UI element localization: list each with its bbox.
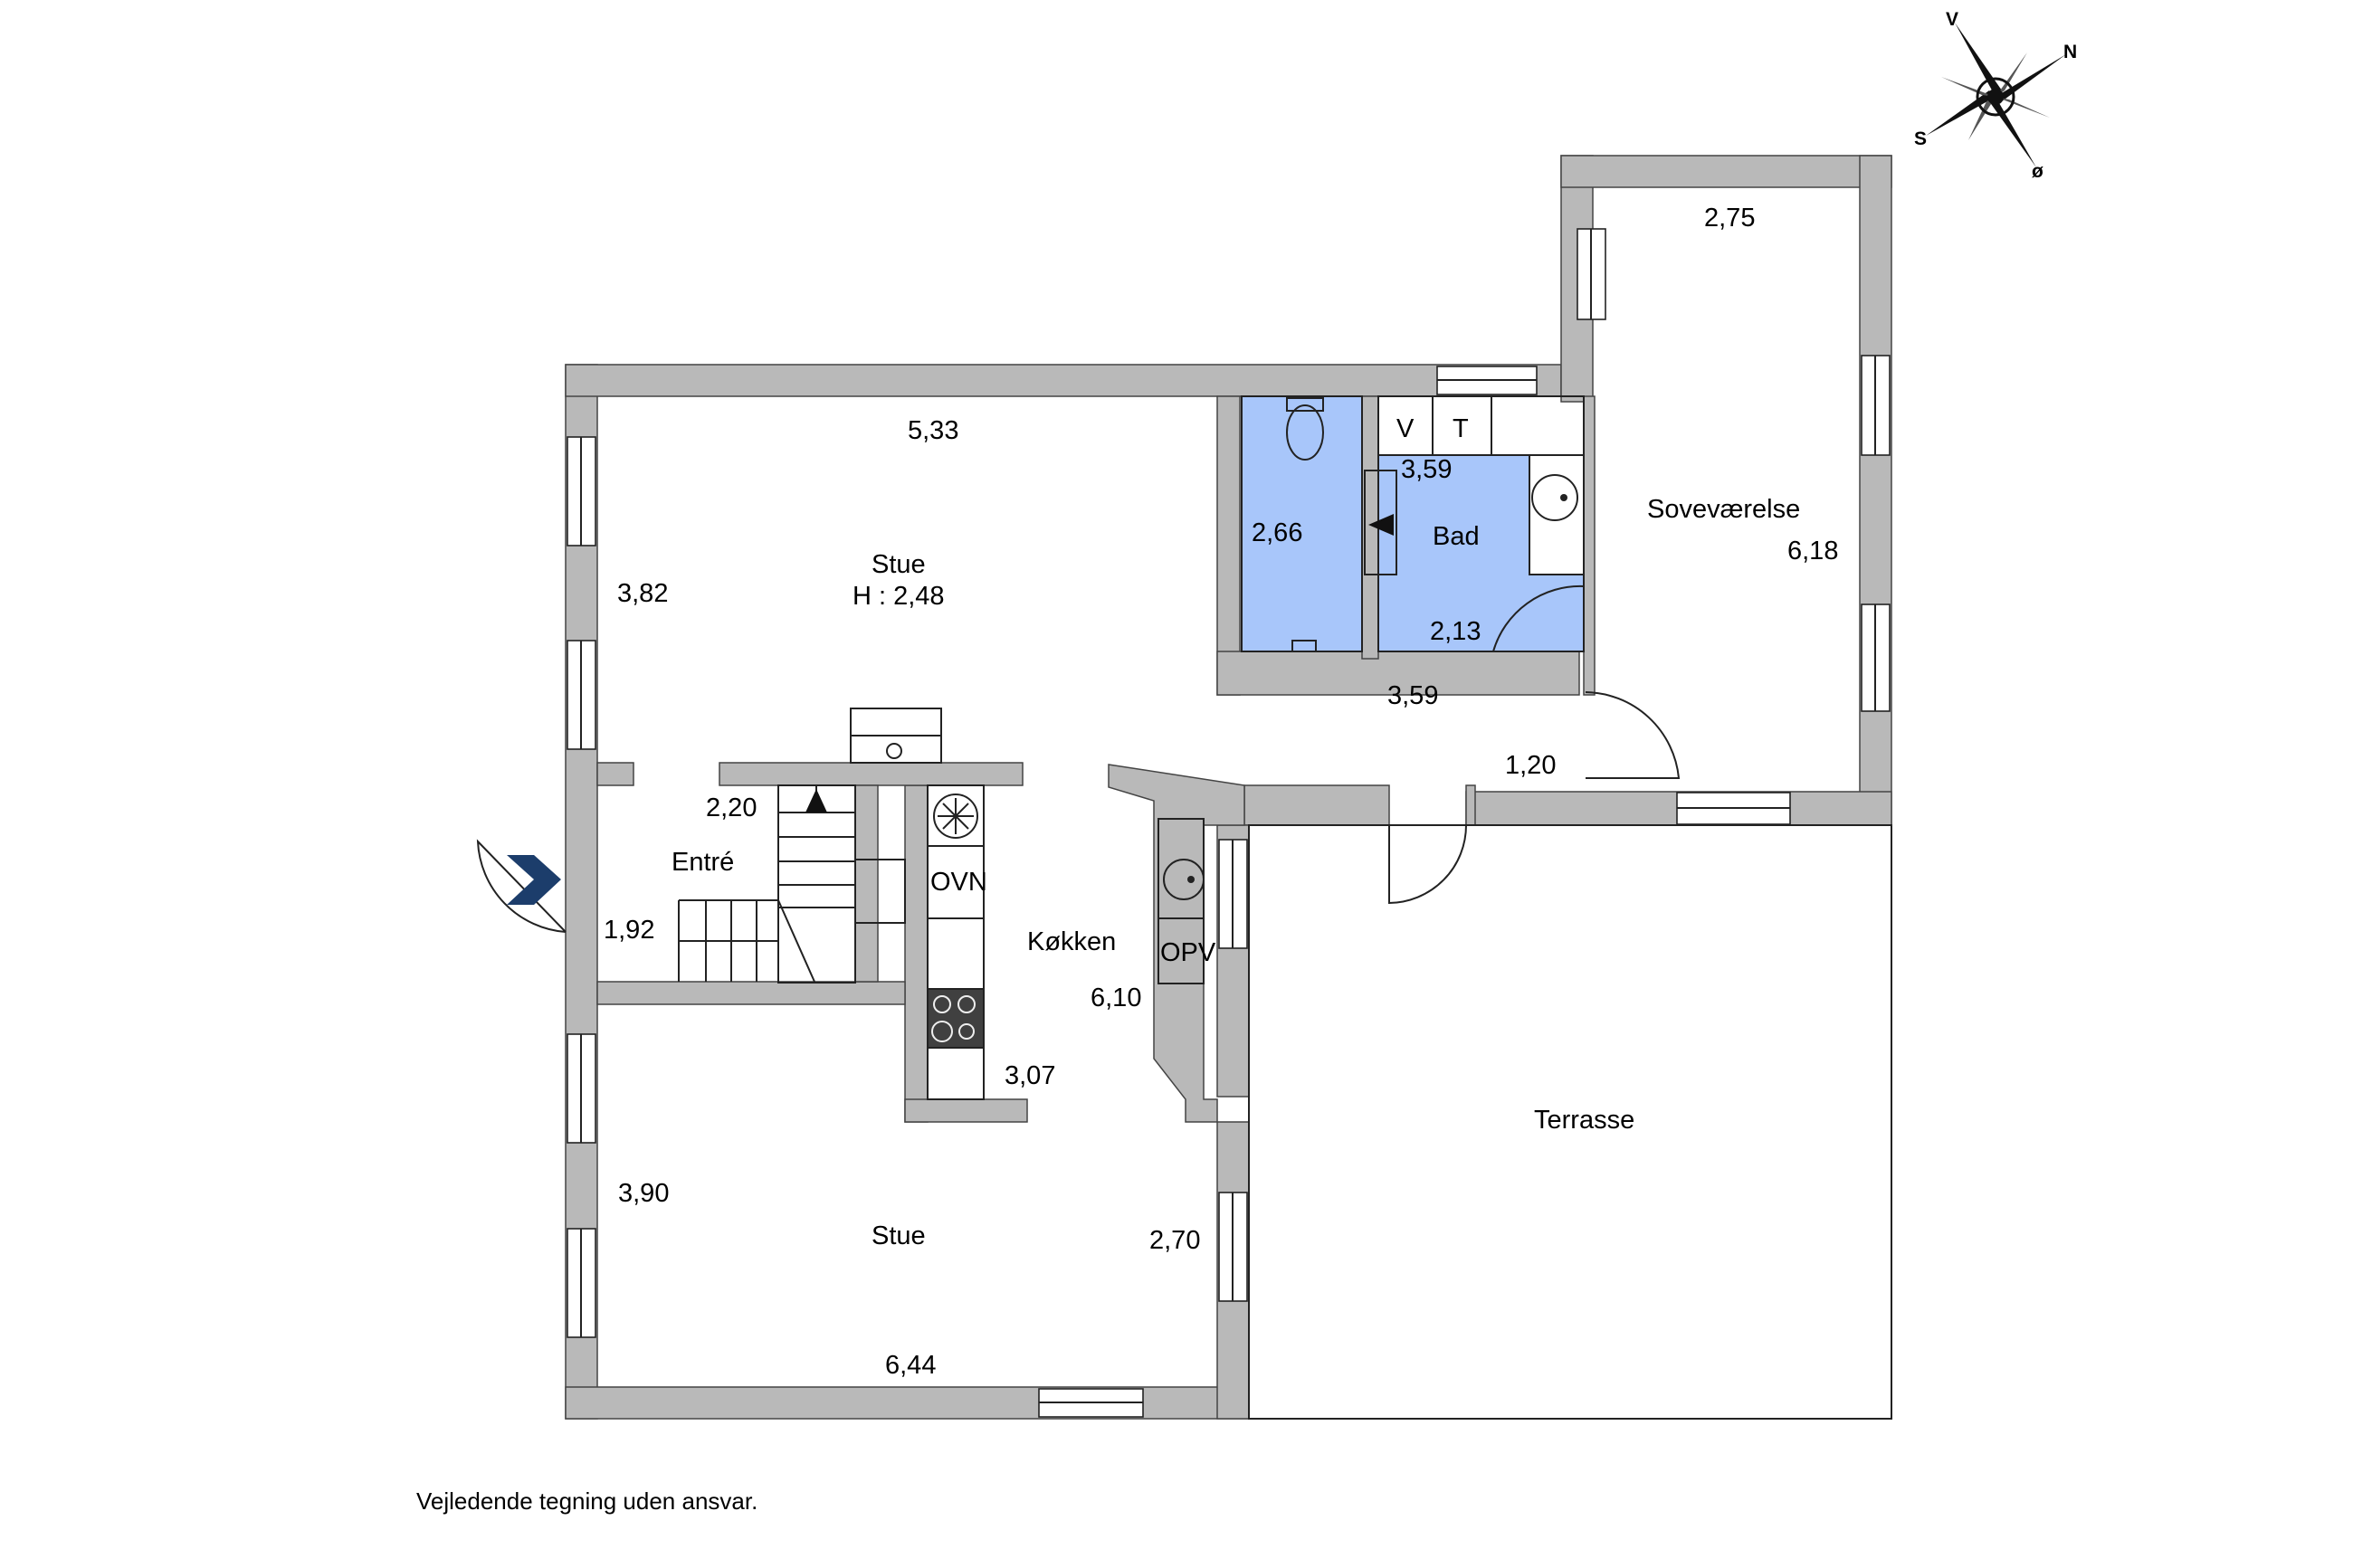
wc-room (1241, 395, 1363, 652)
stue-bottom-name: Stue (872, 1221, 926, 1250)
stue-top-depth: 3,82 (617, 579, 668, 608)
sovevaerelse-width: 2,75 (1704, 204, 1755, 233)
ovn-label: OVN (930, 868, 987, 897)
stue-bottom-depth: 3,90 (618, 1179, 669, 1208)
toilet-icon (1286, 404, 1324, 461)
opv-label: OPV (1160, 938, 1216, 967)
wc-depth: 2,66 (1252, 518, 1302, 547)
terrace-outline (1248, 824, 1892, 1420)
gang-depth: 1,20 (1505, 751, 1556, 780)
room-labels: 5,33 Stue H : 2,48 3,82 2,66 V T 3,59 Ba… (604, 204, 1838, 1380)
sink-icon (1531, 474, 1578, 521)
stue-top-height: H : 2,48 (853, 582, 945, 611)
stue-bottom-side: 2,70 (1149, 1226, 1200, 1255)
stue-bottom-width: 6,44 (885, 1351, 936, 1380)
compass-n-label: N (2063, 42, 2077, 62)
terrasse-name: Terrasse (1534, 1106, 1634, 1135)
entrance-door (476, 839, 567, 933)
entre-name: Entré (672, 848, 734, 877)
fan-icon (933, 794, 978, 839)
staircase (678, 784, 906, 984)
bad-depth: 2,13 (1430, 617, 1481, 646)
compass-s-label: S (1914, 128, 1927, 149)
bad-v-label: V (1396, 414, 1415, 443)
kokken-depth: 6,10 (1091, 984, 1141, 1012)
windows (567, 228, 1891, 1418)
sovevaerelse-depth: 6,18 (1787, 537, 1838, 565)
sovevaerelse-name: Soveværelse (1647, 495, 1800, 524)
compass-rose-icon: V N S ø (1914, 9, 2077, 182)
compass-v-label: V (1946, 9, 1958, 30)
entre-width: 2,20 (706, 794, 757, 822)
kokken-width: 3,07 (1005, 1061, 1055, 1090)
kitchen-counter (927, 784, 1205, 1100)
bad-name: Bad (1433, 522, 1480, 551)
bath-room (1377, 454, 1585, 652)
stue-top-name: Stue (872, 550, 926, 579)
stue-top-width: 5,33 (908, 416, 958, 445)
entre-depth: 1,92 (604, 916, 654, 945)
kitchen-sink-icon (1163, 859, 1205, 900)
bad-width: 3,59 (1401, 455, 1452, 484)
bad-t-label: T (1453, 414, 1469, 443)
gang-width: 3,59 (1387, 681, 1438, 710)
disclaimer: Vejledende tegning uden ansvar. (416, 1487, 757, 1515)
compass-o-label: ø (2032, 161, 2043, 182)
entrance-arrow-icon (507, 855, 561, 905)
kokken-name: Køkken (1027, 927, 1116, 956)
